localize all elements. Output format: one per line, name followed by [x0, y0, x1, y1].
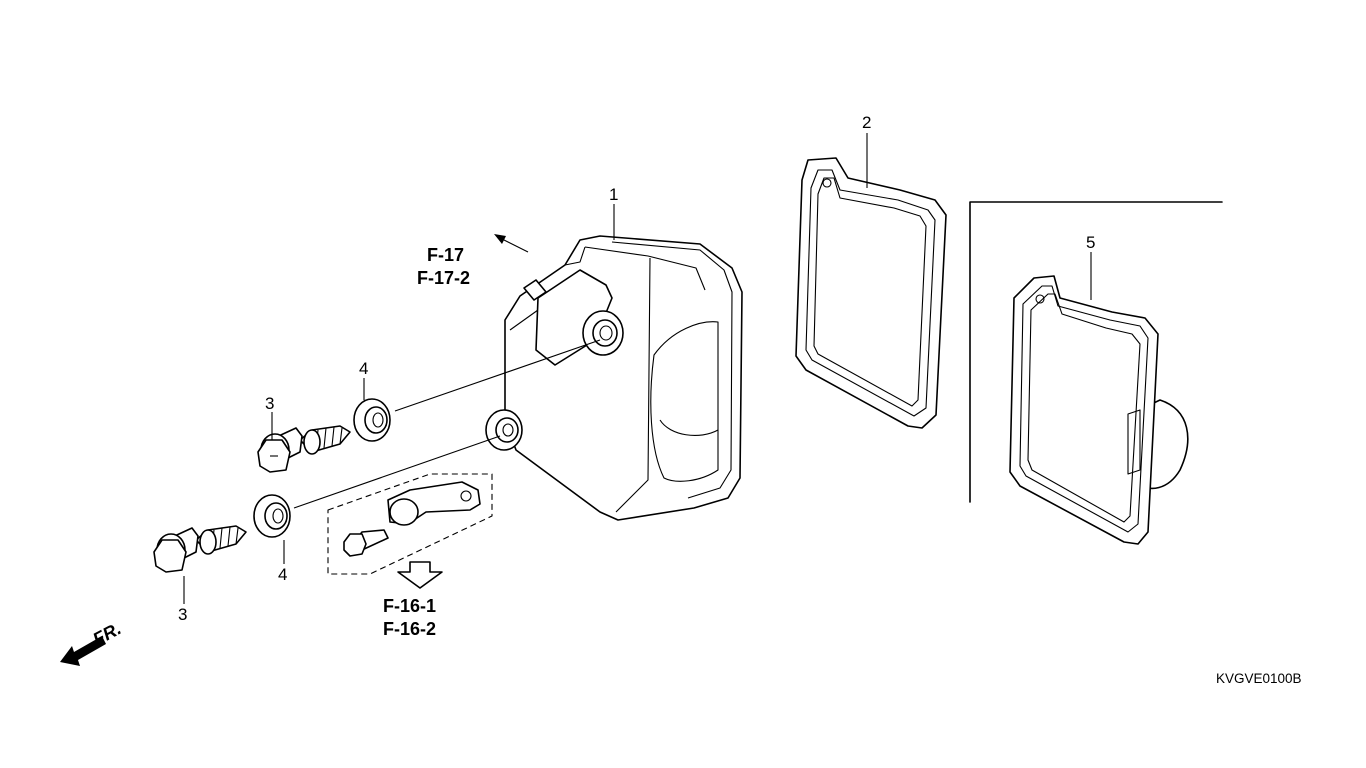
reference-f16-2[interactable]: F-16-2 [383, 619, 436, 639]
cover-gasket [795, 157, 947, 429]
bolt-lower [153, 525, 247, 573]
cylinder-head-cover [485, 235, 743, 521]
diagram-code: KVGVE0100B [1216, 671, 1302, 686]
callout-4-lower: 4 [278, 565, 287, 584]
callout-5: 5 [1086, 233, 1095, 252]
callout-3-upper: 3 [265, 394, 274, 413]
inset-frame [969, 201, 1223, 503]
washer-lower [253, 494, 291, 538]
washer-upper [353, 398, 391, 442]
reference-f17-2[interactable]: F-17-2 [417, 268, 470, 288]
related-parts-box [327, 473, 493, 589]
front-arrow-icon [60, 636, 106, 666]
callout-2: 2 [862, 113, 871, 132]
callout-4-upper: 4 [359, 359, 368, 378]
callout-1: 1 [609, 185, 618, 204]
arrowhead-icon [494, 234, 506, 244]
bolt-upper [257, 425, 351, 473]
leader-lines [183, 133, 1092, 604]
reference-f17[interactable]: F-17 [427, 245, 464, 265]
reference-f16-1[interactable]: F-16-1 [383, 596, 436, 616]
cover-gasket-variant [1009, 275, 1189, 545]
callout-3-lower: 3 [178, 605, 187, 624]
down-arrow-icon [397, 561, 443, 589]
